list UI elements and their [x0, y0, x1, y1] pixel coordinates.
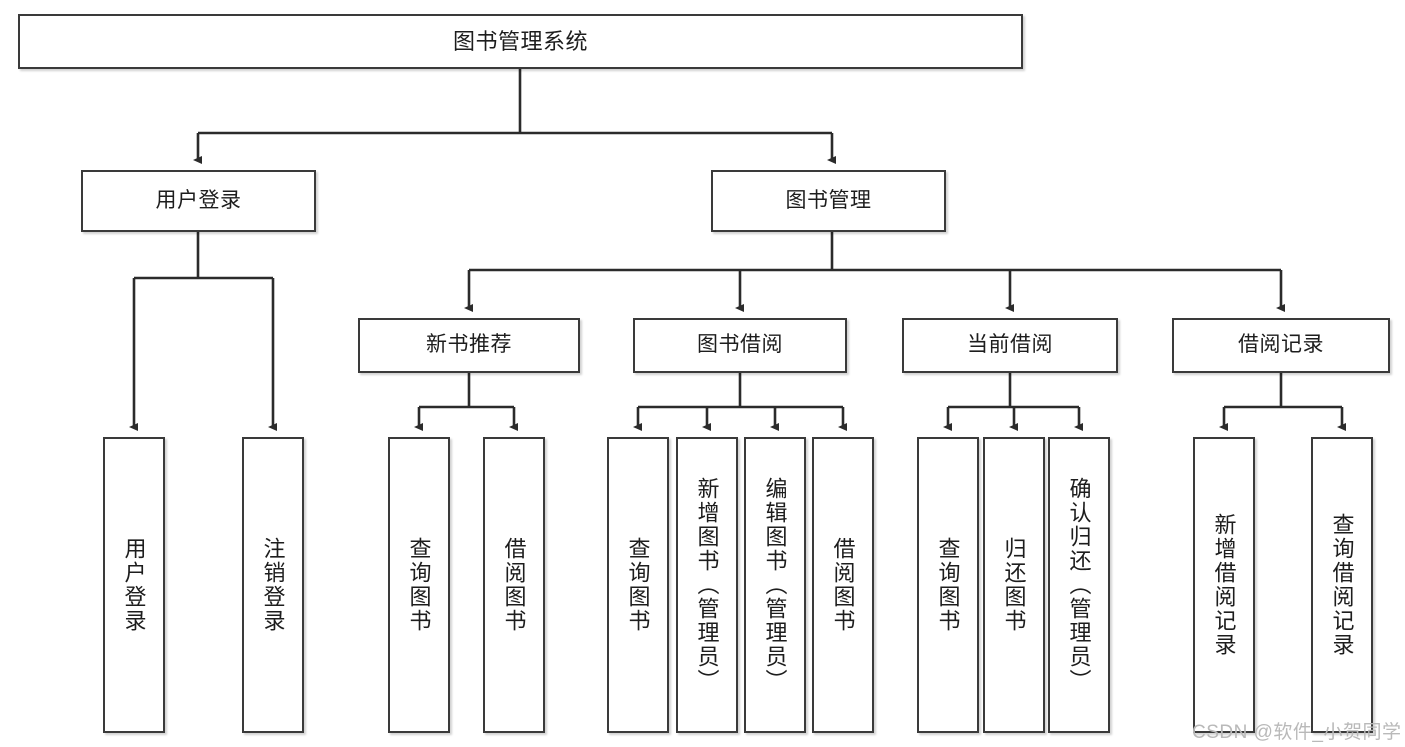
node-book-manage-label: 图书管理: [785, 188, 872, 212]
node-leaf-borrow-book-1-label: 借阅图书: [501, 537, 527, 633]
node-leaf-query-book-3[interactable]: 查询图书: [917, 437, 979, 733]
node-leaf-add-record-label: 新增借阅记录: [1211, 513, 1237, 657]
watermark: CSDN @软件_小贺同学: [1192, 722, 1402, 743]
node-new-book-rec-label: 新书推荐: [426, 333, 512, 357]
node-leaf-add-book[interactable]: 新增图书（管理员）: [676, 437, 738, 733]
node-leaf-confirm-return-label: 确认归还（管理员）: [1066, 477, 1092, 693]
node-leaf-return-book[interactable]: 归还图书: [983, 437, 1045, 733]
node-leaf-query-book-2[interactable]: 查询图书: [607, 437, 669, 733]
node-leaf-add-record[interactable]: 新增借阅记录: [1193, 437, 1255, 733]
node-borrow-record[interactable]: 借阅记录: [1172, 318, 1390, 373]
node-leaf-confirm-return[interactable]: 确认归还（管理员）: [1048, 437, 1110, 733]
node-leaf-return-book-label: 归还图书: [1001, 537, 1027, 633]
node-root[interactable]: 图书管理系统: [18, 14, 1023, 69]
node-leaf-query-record-label: 查询借阅记录: [1329, 513, 1355, 657]
node-leaf-user-login[interactable]: 用户登录: [103, 437, 165, 733]
node-current-borrow-label: 当前借阅: [967, 333, 1053, 357]
node-leaf-query-book-1-label: 查询图书: [406, 537, 432, 633]
node-leaf-add-book-label: 新增图书（管理员）: [694, 477, 720, 693]
node-leaf-logout-label: 注销登录: [260, 537, 286, 633]
node-book-manage[interactable]: 图书管理: [711, 170, 946, 232]
node-leaf-edit-book[interactable]: 编辑图书（管理员）: [744, 437, 806, 733]
node-book-borrow[interactable]: 图书借阅: [633, 318, 847, 373]
node-new-book-rec[interactable]: 新书推荐: [358, 318, 580, 373]
node-leaf-query-record[interactable]: 查询借阅记录: [1311, 437, 1373, 733]
node-leaf-query-book-3-label: 查询图书: [935, 537, 961, 633]
node-root-label: 图书管理系统: [452, 28, 588, 54]
node-leaf-logout[interactable]: 注销登录: [242, 437, 304, 733]
node-book-borrow-label: 图书借阅: [697, 333, 783, 357]
node-leaf-query-book-2-label: 查询图书: [625, 537, 651, 633]
node-leaf-query-book-1[interactable]: 查询图书: [388, 437, 450, 733]
node-leaf-borrow-book-2-label: 借阅图书: [830, 537, 856, 633]
node-user-login[interactable]: 用户登录: [81, 170, 316, 232]
node-user-login-label: 用户登录: [155, 188, 242, 212]
node-borrow-record-label: 借阅记录: [1238, 333, 1324, 357]
node-leaf-borrow-book-1[interactable]: 借阅图书: [483, 437, 545, 733]
node-leaf-borrow-book-2[interactable]: 借阅图书: [812, 437, 874, 733]
node-current-borrow[interactable]: 当前借阅: [902, 318, 1118, 373]
node-leaf-user-login-label: 用户登录: [121, 537, 147, 633]
node-leaf-edit-book-label: 编辑图书（管理员）: [762, 477, 788, 693]
